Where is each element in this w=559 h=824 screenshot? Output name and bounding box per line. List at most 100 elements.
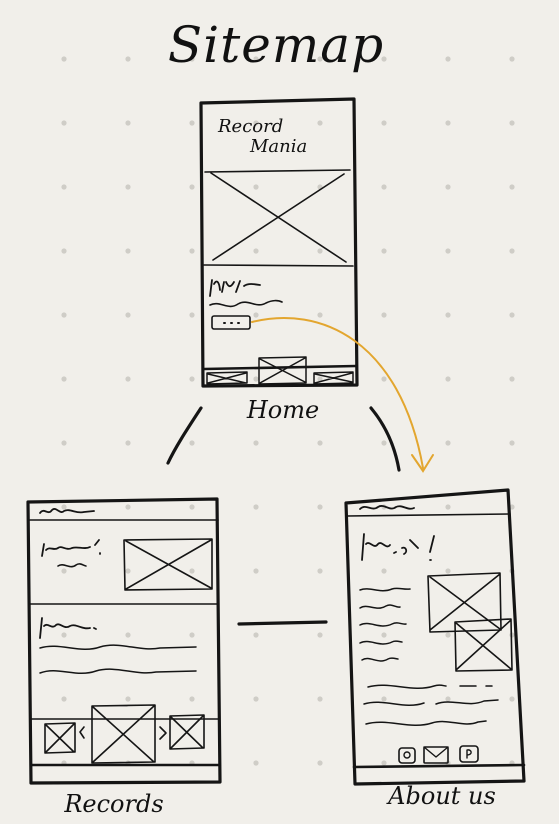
grid-dot	[189, 56, 195, 62]
grid-dot	[509, 312, 515, 318]
grid-dot	[125, 312, 131, 318]
sitemap-title: Sitemap	[168, 16, 384, 74]
grid-dot	[125, 376, 131, 382]
home-label: Home	[246, 396, 319, 424]
grid-dot	[445, 312, 451, 318]
grid-dot	[317, 248, 323, 254]
grid-dot	[509, 504, 515, 510]
mail-icon[interactable]	[423, 746, 449, 764]
home-brand-line1: Record	[217, 116, 283, 137]
grid-dot	[61, 504, 67, 510]
grid-dot	[381, 248, 387, 254]
grid-dot	[253, 504, 259, 510]
grid-dot	[189, 696, 195, 702]
records-label: Records	[63, 790, 163, 818]
grid-dot	[125, 568, 131, 574]
home-brand-line2: Mania	[249, 136, 307, 157]
social-icon-3[interactable]	[459, 745, 479, 763]
grid-dot	[445, 632, 451, 638]
grid-dot	[381, 568, 387, 574]
grid-dot	[509, 56, 515, 62]
grid-dot	[253, 696, 259, 702]
grid-dot	[61, 440, 67, 446]
home-carousel	[202, 356, 358, 385]
grid-dot	[189, 504, 195, 510]
grid-dot	[61, 184, 67, 190]
grid-dot	[253, 312, 259, 318]
grid-dot	[317, 568, 323, 574]
grid-dot	[253, 120, 259, 126]
grid-dot	[381, 184, 387, 190]
social-icon-1[interactable]	[398, 747, 416, 764]
connector-home-records	[166, 406, 203, 465]
grid-dot	[381, 696, 387, 702]
grid-dot	[381, 376, 387, 382]
grid-dot	[381, 632, 387, 638]
grid-dot	[317, 312, 323, 318]
grid-dot	[445, 248, 451, 254]
grid-dot	[189, 248, 195, 254]
grid-dot	[509, 120, 515, 126]
grid-dot	[381, 440, 387, 446]
navigation-arrow	[251, 317, 434, 473]
grid-dot	[61, 632, 67, 638]
grid-dot	[509, 248, 515, 254]
home-text-scribble	[209, 299, 283, 308]
grid-dot	[253, 248, 259, 254]
home-heading-scribble	[209, 279, 261, 297]
grid-dot	[125, 696, 131, 702]
grid-dot	[445, 184, 451, 190]
grid-dot	[125, 120, 131, 126]
connector-records-about	[237, 620, 328, 626]
grid-dot	[189, 120, 195, 126]
grid-dot	[445, 376, 451, 382]
grid-dot	[253, 376, 259, 382]
grid-dot	[445, 56, 451, 62]
connector-home-about	[369, 406, 401, 472]
grid-dot	[61, 56, 67, 62]
grid-dot	[381, 120, 387, 126]
grid-dot	[253, 568, 259, 574]
grid-dot	[189, 312, 195, 318]
grid-dot	[509, 184, 515, 190]
grid-dot	[445, 568, 451, 574]
grid-dot	[381, 56, 387, 62]
grid-dot	[125, 632, 131, 638]
grid-dot	[317, 504, 323, 510]
grid-dot	[445, 696, 451, 702]
grid-dot	[61, 568, 67, 574]
home-button[interactable]	[211, 315, 251, 330]
grid-dot	[253, 760, 259, 766]
grid-dot	[125, 504, 131, 510]
grid-dot	[317, 440, 323, 446]
grid-dot	[253, 440, 259, 446]
grid-dot	[445, 504, 451, 510]
home-hero-image-placeholder	[203, 169, 354, 267]
grid-dot	[189, 440, 195, 446]
grid-dot	[125, 56, 131, 62]
grid-dot	[317, 376, 323, 382]
grid-dot	[253, 56, 259, 62]
grid-dot	[317, 56, 323, 62]
home-wireframe: Record Mania Home	[199, 97, 359, 424]
grid-dot	[509, 696, 515, 702]
grid-dot	[125, 248, 131, 254]
grid-dot	[445, 440, 451, 446]
grid-dot	[509, 440, 515, 446]
grid-dot	[61, 248, 67, 254]
grid-dot	[317, 760, 323, 766]
grid-dot	[61, 376, 67, 382]
grid-dot	[317, 696, 323, 702]
social-icons	[398, 745, 479, 764]
grid-dot	[125, 440, 131, 446]
grid-dot	[445, 120, 451, 126]
grid-dot	[189, 184, 195, 190]
grid-dot	[509, 376, 515, 382]
grid-dot	[253, 184, 259, 190]
grid-dot	[253, 632, 259, 638]
grid-dot	[189, 568, 195, 574]
grid-dot	[317, 632, 323, 638]
grid-dot	[317, 120, 323, 126]
grid-dot	[381, 760, 387, 766]
